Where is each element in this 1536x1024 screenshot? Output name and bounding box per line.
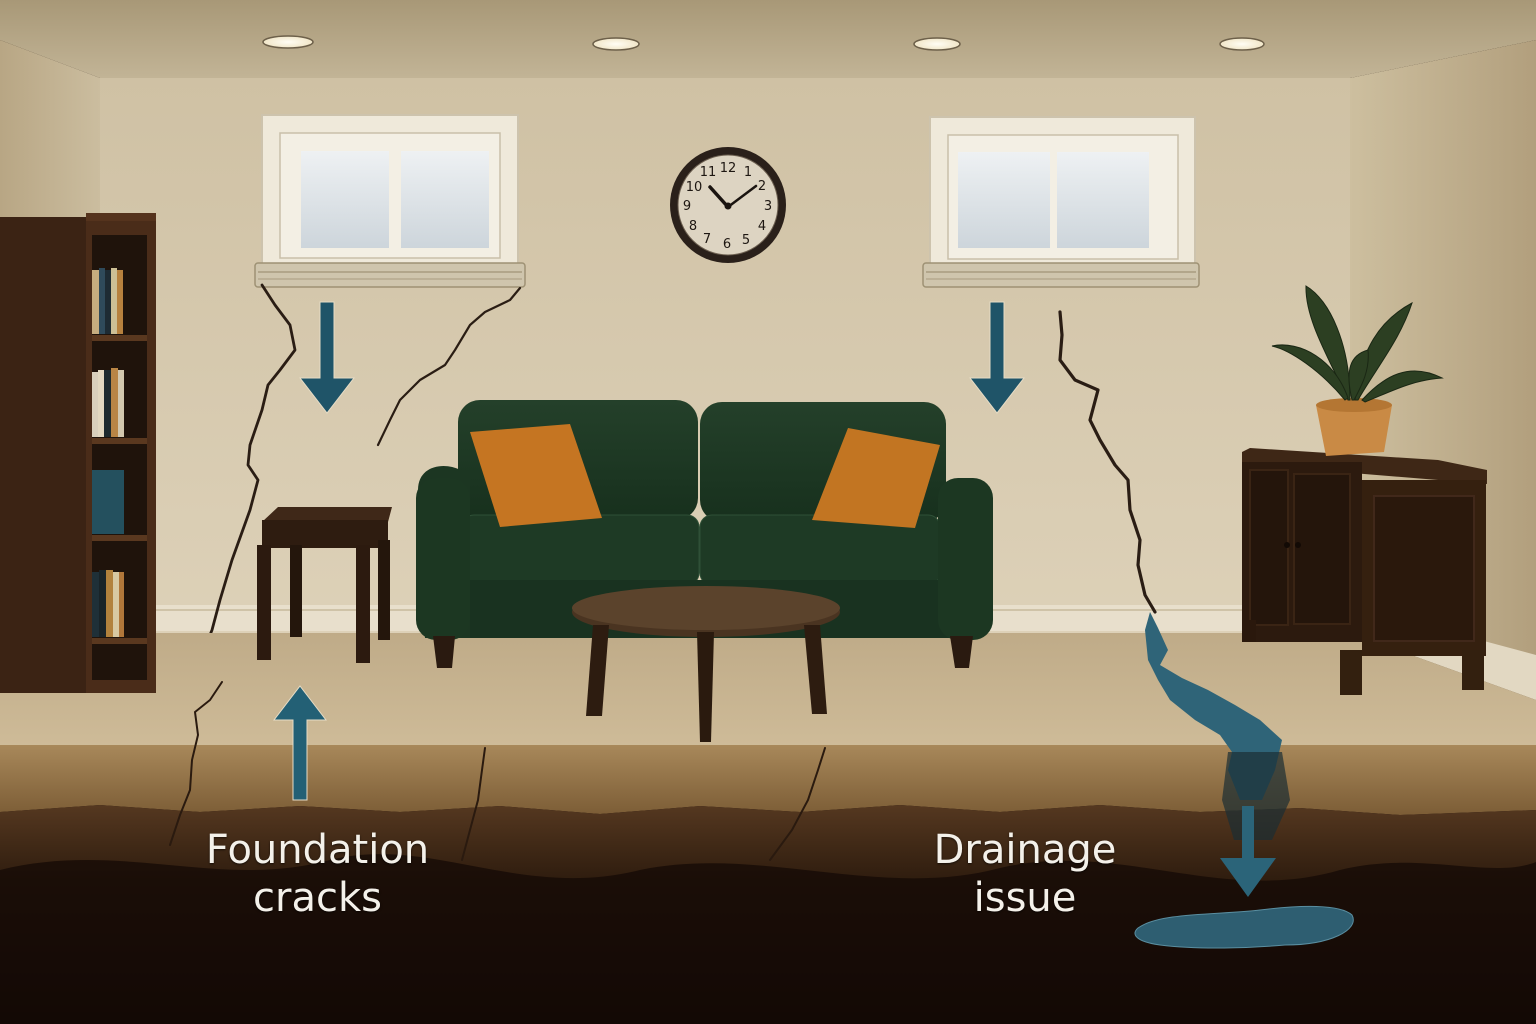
arrow-down-icon — [298, 301, 356, 414]
svg-text:10: 10 — [686, 180, 703, 195]
left-window — [254, 114, 526, 288]
svg-text:8: 8 — [689, 219, 697, 234]
svg-text:7: 7 — [703, 232, 711, 247]
svg-text:12: 12 — [720, 161, 737, 176]
ceiling-lights — [262, 35, 1265, 51]
sofa — [416, 400, 993, 668]
label-line: Drainage — [933, 827, 1117, 873]
clock-numerals: 12 1 2 3 4 5 6 7 8 9 10 11 — [683, 161, 772, 252]
clock-minute-hand — [726, 184, 758, 209]
orange-pillow — [470, 424, 602, 527]
drainage-issue-label: Drainage issue — [890, 826, 1160, 922]
label-line: issue — [973, 875, 1077, 921]
svg-text:4: 4 — [758, 219, 766, 234]
arrow-down-icon — [1220, 806, 1276, 897]
wall-clock: 12 1 2 3 4 5 6 7 8 9 10 11 — [670, 147, 786, 263]
label-line: cracks — [253, 875, 382, 921]
svg-text:11: 11 — [700, 165, 717, 180]
arrow-down-icon — [968, 301, 1026, 414]
coffee-table — [572, 586, 840, 742]
carpet-floor — [0, 633, 1536, 760]
svg-text:9: 9 — [683, 199, 691, 214]
annotation-arrows — [272, 301, 1276, 897]
ceiling-light-icon — [592, 37, 640, 51]
ceiling-light-icon — [1219, 37, 1265, 51]
ceiling-light-icon — [262, 35, 314, 49]
svg-text:3: 3 — [764, 199, 772, 214]
svg-text:6: 6 — [723, 237, 731, 252]
svg-text:2: 2 — [758, 179, 766, 194]
ceiling — [0, 0, 1536, 78]
floor-cracks — [169, 681, 826, 861]
arrow-up-icon — [272, 685, 328, 801]
potted-plant — [1271, 285, 1444, 456]
label-line: Foundation — [205, 827, 430, 873]
clock-hour-hand — [708, 185, 730, 209]
bookshelf — [0, 213, 156, 693]
side-table — [257, 507, 392, 663]
water-puddle — [1134, 905, 1354, 949]
foundation-slab — [0, 745, 1536, 815]
right-window — [922, 116, 1200, 288]
svg-text:5: 5 — [742, 233, 750, 248]
orange-pillow — [812, 428, 940, 528]
svg-text:1: 1 — [744, 165, 752, 180]
ceiling-light-icon — [913, 37, 961, 51]
cabinet — [1242, 448, 1487, 695]
foundation-cracks-label: Foundation cracks — [170, 826, 465, 922]
